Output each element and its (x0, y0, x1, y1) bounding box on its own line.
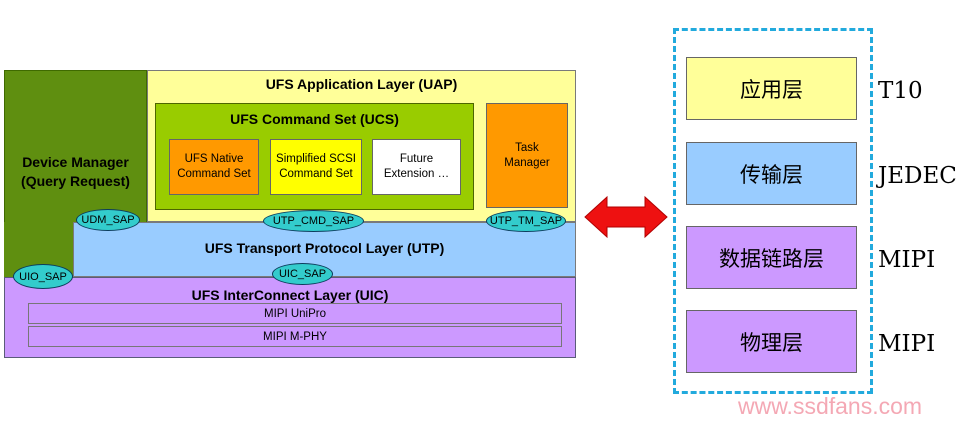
layer-mapping-frame (673, 28, 873, 394)
utp-title: UFS Transport Protocol Layer (UTP) (204, 240, 445, 256)
native-command-set-box: UFS Native Command Set (169, 139, 259, 195)
uic-sap: UIC_SAP (272, 263, 333, 285)
standard-label-mipi-phy: MIPI (878, 331, 936, 357)
uap-title: UFS Application Layer (UAP) (265, 76, 458, 92)
task-manager-box: Task Manager (486, 103, 568, 208)
device-manager-label: Device Manager (Query Request) (21, 154, 130, 189)
application-layer-box: 应用层 (686, 57, 857, 120)
mipi-mphy-row: MIPI M-PHY (28, 326, 562, 347)
double-arrow-icon (584, 195, 668, 239)
mipi-unipro-row: MIPI UniPro (28, 303, 562, 324)
standard-label-jedec: JEDEC (878, 163, 957, 189)
ucs-title: UFS Command Set (UCS) (230, 111, 399, 127)
standard-label-t10: T10 (878, 78, 923, 104)
future-extension-box: Future Extension … (372, 139, 461, 195)
watermark: www.ssdfans.com (738, 392, 923, 419)
data-link-layer-box: 数据链路层 (686, 226, 857, 289)
udm-sap: UDM_SAP (76, 209, 140, 231)
uio-sap: UIO_SAP (13, 264, 73, 289)
transport-layer-box: 传输层 (686, 142, 857, 205)
simplified-scsi-box: Simplified SCSI Command Set (270, 139, 362, 195)
uic-title: UFS InterConnect Layer (UIC) (191, 287, 389, 303)
standard-label-mipi-link: MIPI (878, 247, 936, 273)
utp-cmd-sap: UTP_CMD_SAP (263, 210, 364, 232)
utp-tm-sap: UTP_TM_SAP (486, 210, 566, 232)
physical-layer-box: 物理层 (686, 310, 857, 373)
